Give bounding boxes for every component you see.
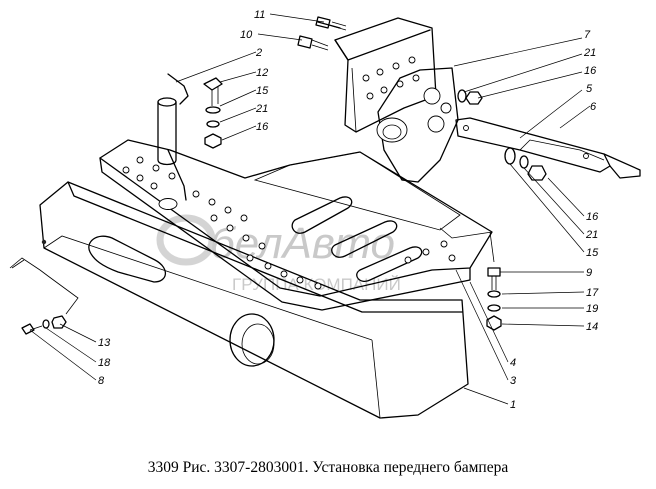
- callout-13: 13: [98, 337, 111, 349]
- bracket: [334, 17, 437, 133]
- bolt-10: [297, 35, 329, 51]
- bumper: [39, 181, 469, 419]
- callout-14: 14: [586, 321, 598, 333]
- watermark-brand: белАвто: [210, 219, 395, 268]
- callout-3: 3: [510, 375, 517, 387]
- bolt-11: [315, 16, 347, 31]
- callout-7: 7: [584, 29, 591, 41]
- fasteners-lower-left: [21, 315, 67, 335]
- callout-12: 12: [256, 67, 268, 79]
- fasteners-upper-right: [457, 89, 483, 105]
- fasteners-left: [203, 77, 223, 149]
- callout-6: 6: [590, 101, 597, 113]
- callout-19: 19: [586, 303, 598, 315]
- callout-21: 21: [255, 103, 268, 115]
- callout-15: 15: [586, 247, 599, 259]
- callout-21: 21: [583, 47, 596, 59]
- platform: [99, 139, 493, 311]
- callout-11: 11: [254, 9, 265, 21]
- callout-16: 16: [586, 211, 599, 223]
- callouts: 11 10 2 12 15 21 16 7 21 16 5 6 16 21 15…: [98, 9, 599, 411]
- fasteners-right: [504, 147, 547, 181]
- handle-rod: [157, 73, 189, 201]
- leader-lines: [29, 13, 591, 405]
- watermark: белАвто ГРУППА КОМПАНИЙ: [156, 214, 401, 294]
- callout-2: 2: [255, 47, 262, 59]
- fasteners-lower-right: [486, 267, 502, 331]
- callout-10: 10: [240, 29, 253, 41]
- platform-holes: [122, 156, 456, 290]
- callout-8: 8: [98, 375, 105, 387]
- callout-21: 21: [585, 229, 598, 241]
- callout-15: 15: [256, 85, 269, 97]
- callout-16: 16: [256, 121, 269, 133]
- callout-16: 16: [584, 65, 597, 77]
- cable: [9, 227, 495, 315]
- callout-9: 9: [586, 267, 592, 279]
- callout-17: 17: [586, 287, 599, 299]
- callout-4: 4: [510, 357, 516, 369]
- callout-5: 5: [586, 83, 593, 95]
- callout-1: 1: [510, 399, 516, 411]
- support-bar: [455, 117, 641, 179]
- callout-18: 18: [98, 357, 111, 369]
- tow-hook: [376, 67, 459, 183]
- figure-caption: 3309 Рис. 3307-2803001. Установка передн…: [148, 459, 509, 476]
